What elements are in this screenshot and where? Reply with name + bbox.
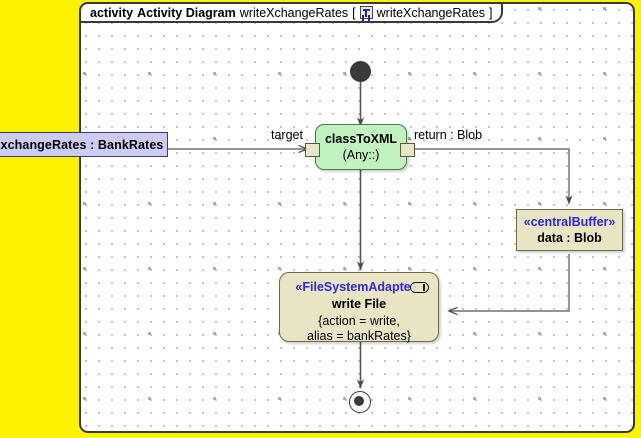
central-buffer-node[interactable]: «centralBuffer» data : Blob <box>516 209 623 251</box>
header-qualified-name: writeXchangeRates <box>376 5 486 20</box>
input-object-label: xchangeRates : BankRates <box>0 137 164 152</box>
input-object-node[interactable]: xchangeRates : BankRates <box>0 132 168 157</box>
header-type-label: Activity Diagram <box>137 5 236 20</box>
write-file-stereotype: «FileSystemAdapter» <box>295 280 423 294</box>
activity-diagram-icon <box>359 6 373 19</box>
header-diagram-name: writeXchangeRates <box>239 5 349 20</box>
header-keyword: activity <box>90 5 134 20</box>
capsule-port-icon <box>410 282 429 293</box>
header-bracket-open: [ <box>352 5 356 20</box>
write-file-constraint-line1: {action = write, <box>318 314 400 328</box>
output-pin-return[interactable] <box>400 143 415 157</box>
action-name: classToXML <box>324 132 397 146</box>
write-file-constraint-line2: alias = bankRates} <box>307 329 411 343</box>
diagram-header-tab[interactable]: activity Activity Diagram writeXchangeRa… <box>79 2 503 23</box>
activity-final-node[interactable] <box>349 391 371 413</box>
central-buffer-label: data : Blob <box>537 231 602 245</box>
action-node-classtoxml[interactable]: classToXML (Any::) <box>315 124 407 170</box>
diagram-canvas[interactable]: target return : Blob classToXML (Any::) … <box>79 2 635 433</box>
action-signature: (Any::) <box>342 148 380 162</box>
initial-node[interactable] <box>350 61 371 82</box>
header-bracket-close: ] <box>489 5 493 20</box>
action-node-write-file[interactable]: «FileSystemAdapter» write File {action =… <box>279 272 439 343</box>
edge-label-return: return : Blob <box>414 128 483 142</box>
input-pin-target[interactable] <box>305 143 320 157</box>
edge-label-target: target <box>271 128 303 142</box>
write-file-name: write File <box>331 297 387 311</box>
central-buffer-stereotype: «centralBuffer» <box>523 215 616 229</box>
